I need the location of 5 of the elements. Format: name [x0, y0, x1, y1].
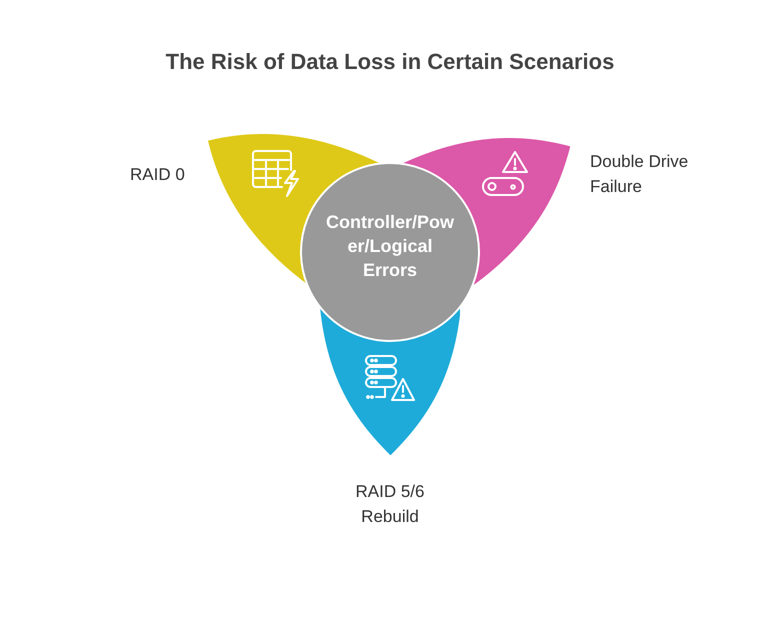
petal-label: Double Drive Failure	[590, 151, 690, 198]
petal-label: RAID 5/6 Rebuild	[354, 481, 426, 528]
circle-label: Controller/Power/Logical Errors	[324, 211, 455, 282]
title: The Risk of Data Loss in Certain Scenarios	[164, 49, 616, 75]
petal-label: RAID 0	[130, 164, 186, 186]
